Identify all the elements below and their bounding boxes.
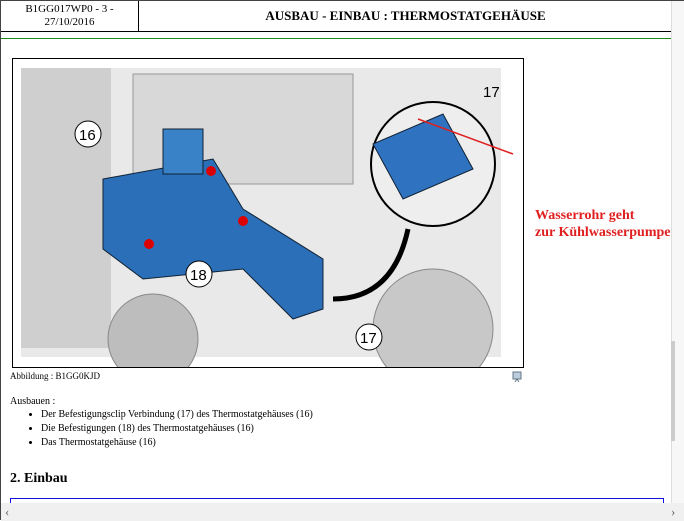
list-item: Die Befestigungen (18) des Thermostatgeh… bbox=[41, 422, 313, 436]
list-item: Der Befestigungsclip Verbindung (17) des… bbox=[41, 408, 313, 422]
page-title: AUSBAU - EINBAU : THERMOSTATGEHÄUSE bbox=[265, 8, 546, 23]
section-heading: 2. Einbau bbox=[10, 471, 68, 486]
scroll-right-icon[interactable]: › bbox=[671, 504, 676, 519]
ref-code: B1GG017WP0 - 3 - bbox=[25, 3, 114, 15]
annotation-line: Wasserrohr geht bbox=[535, 208, 635, 223]
vertical-scroll-thumb[interactable] bbox=[671, 341, 675, 441]
removal-list: Der Befestigungsclip Verbindung (17) des… bbox=[23, 408, 313, 450]
document-reference: B1GG017WP0 - 3 -27/10/2016 bbox=[1, 1, 139, 31]
document-header: B1GG017WP0 - 3 -27/10/2016 AUSBAU - EINB… bbox=[1, 1, 671, 32]
removal-intro: Ausbauen : bbox=[10, 396, 56, 407]
scroll-left-icon[interactable]: ‹ bbox=[5, 504, 10, 519]
red-annotation: Wasserrohr geht zur Kühlwasserpumpe bbox=[535, 207, 670, 241]
list-item: Das Thermostatgehäuse (16) bbox=[41, 436, 313, 450]
label-17-top: 17 bbox=[483, 84, 500, 101]
engine-illustration: 16 17 18 17 bbox=[21, 68, 514, 390]
figure-frame: 16 17 18 17 bbox=[12, 58, 524, 390]
print-image-icon[interactable] bbox=[512, 371, 522, 382]
label-16: 16 bbox=[79, 127, 96, 144]
annotation-line: zur Kühlwasserpumpe bbox=[535, 225, 671, 240]
label-17-bottom: 17 bbox=[360, 330, 377, 347]
divider bbox=[1, 38, 671, 39]
figure-caption: Abbildung : B1GG0KJD bbox=[10, 371, 101, 381]
ref-date: 27/10/2016 bbox=[44, 16, 95, 28]
horizontal-scrollbar[interactable]: ‹ › bbox=[1, 503, 684, 521]
label-18: 18 bbox=[190, 267, 207, 284]
